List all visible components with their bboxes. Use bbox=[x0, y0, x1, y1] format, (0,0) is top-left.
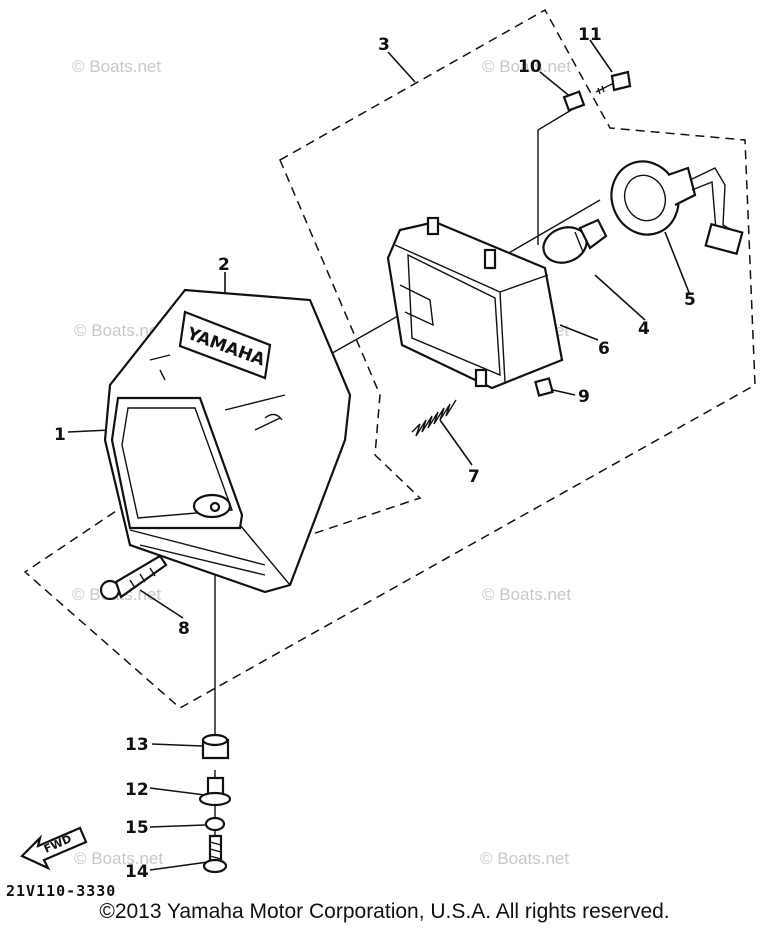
bulb-part-4 bbox=[542, 218, 608, 264]
callout-3: 3 bbox=[378, 35, 390, 55]
callout-9: 9 bbox=[578, 387, 590, 407]
bolt-part-8 bbox=[99, 554, 168, 601]
callout-8: 8 bbox=[178, 619, 190, 639]
collar-part-12 bbox=[198, 776, 232, 807]
watermark: © Boats.net bbox=[480, 849, 569, 868]
watermark: © Boats.net bbox=[482, 57, 571, 76]
spring-part-7 bbox=[411, 399, 457, 437]
watermark: © Boats.net bbox=[74, 321, 163, 340]
grommet-part-13 bbox=[201, 733, 230, 760]
headlight-unit-part-6 bbox=[386, 216, 564, 390]
callout-4: 4 bbox=[638, 319, 650, 339]
callout-1: 1 bbox=[54, 425, 66, 445]
screw-part-11 bbox=[595, 70, 632, 95]
watermark: © Boats.net bbox=[74, 849, 163, 868]
callout-2: 2 bbox=[218, 255, 230, 275]
callout-14: 14 bbox=[125, 862, 149, 882]
nut-part-10 bbox=[562, 90, 586, 112]
callout-7: 7 bbox=[468, 467, 480, 487]
assembly-boundary-3 bbox=[23, 8, 756, 709]
nut-part-9 bbox=[534, 377, 554, 397]
callout-12: 12 bbox=[125, 780, 149, 800]
callout-5: 5 bbox=[684, 290, 696, 310]
callout-6: 6 bbox=[598, 339, 610, 359]
callout-11: 11 bbox=[578, 25, 602, 45]
callout-13: 13 bbox=[125, 735, 149, 755]
washer-part-15 bbox=[204, 816, 226, 832]
watermark: © Boats.net bbox=[482, 585, 571, 604]
diagram-part-number: 21V110-3330 bbox=[6, 882, 116, 900]
watermark: © Boats.net bbox=[72, 57, 161, 76]
socket-part-5 bbox=[610, 160, 744, 256]
callout-15: 15 bbox=[125, 818, 149, 838]
copyright-notice: ©2013 Yamaha Motor Corporation, U.S.A. A… bbox=[99, 900, 670, 923]
callout-10: 10 bbox=[518, 57, 542, 77]
headlight-housing-part-1 bbox=[103, 288, 352, 594]
bolt-part-14 bbox=[202, 834, 228, 874]
